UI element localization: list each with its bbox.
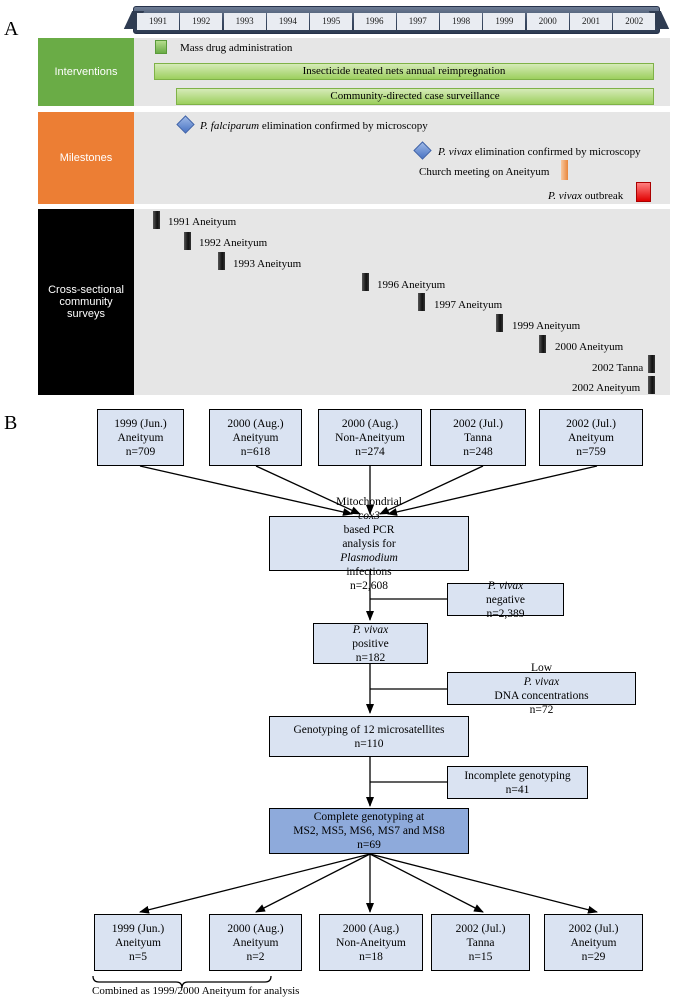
survey-label-1996: 1996 Aneityum (377, 279, 446, 291)
year-1994: 1994 (266, 13, 309, 30)
combined-note: Combined as 1999/2000 Aneityum for analy… (92, 985, 300, 997)
surveys-background (134, 209, 670, 395)
pv-outbreak-marker (636, 182, 651, 202)
pf-elimination-label: P. falciparum elimination confirmed by m… (200, 120, 428, 132)
ccs-bar: Community-directed case surveillance (176, 88, 654, 105)
survey-marker-2002-tanna (648, 355, 655, 373)
year-1996: 1996 (353, 13, 396, 30)
survey-label-2002-aneityum: 2002 Aneityum (572, 382, 641, 394)
survey-marker-1991 (153, 211, 160, 229)
pv-elimination-label: P. vivax elimination confirmed by micros… (438, 146, 641, 158)
survey-marker-1992 (184, 232, 191, 250)
panel-b-label: B (4, 412, 18, 434)
survey-marker-2000 (539, 335, 546, 353)
year-1993: 1993 (223, 13, 266, 30)
survey-label-2000: 2000 Aneityum (555, 341, 624, 353)
mda-label: Mass drug administration (180, 42, 293, 54)
year-1991: 1991 (137, 13, 179, 30)
panel-a-label: A (4, 18, 19, 40)
survey-label-2002-tanna: 2002 Tanna (592, 362, 644, 374)
survey-label-1992: 1992 Aneityum (199, 237, 268, 249)
mda-marker (155, 40, 167, 54)
pcr-analysis-box: Mitochondrial cox3 based PCR analysis fo… (269, 496, 469, 592)
surveys-label: Cross-sectional community surveys (38, 209, 134, 395)
survey-marker-1997 (418, 293, 425, 311)
year-1997: 1997 (396, 13, 439, 30)
year-1998: 1998 (440, 13, 483, 30)
survey-label-1997: 1997 Aneityum (434, 299, 503, 311)
year-1992: 1992 (180, 13, 223, 30)
survey-marker-1993 (218, 252, 225, 270)
year-1995: 1995 (310, 13, 353, 30)
survey-label-1993: 1993 Aneityum (233, 258, 302, 270)
year-2001: 2001 (570, 13, 612, 30)
year-1999: 1999 (483, 13, 526, 30)
survey-marker-1996 (362, 273, 369, 291)
milestones-label: Milestones (38, 112, 134, 204)
pv-outbreak-label: P. vivax outbreak (548, 190, 624, 202)
survey-label-1991: 1991 Aneityum (168, 216, 237, 228)
survey-label-1999: 1999 Aneityum (512, 320, 581, 332)
church-meeting-marker (561, 160, 568, 180)
milestones-background (134, 112, 670, 204)
survey-marker-2002-aneityum (648, 376, 655, 394)
year-2000: 2000 (526, 13, 569, 30)
itn-bar: Insecticide treated nets annual reimpreg… (154, 63, 654, 80)
church-meeting-label: Church meeting on Aneityum (419, 166, 550, 178)
interventions-label: Interventions (38, 38, 134, 106)
survey-marker-1999 (496, 314, 503, 332)
year-2002: 2002 (613, 13, 656, 30)
